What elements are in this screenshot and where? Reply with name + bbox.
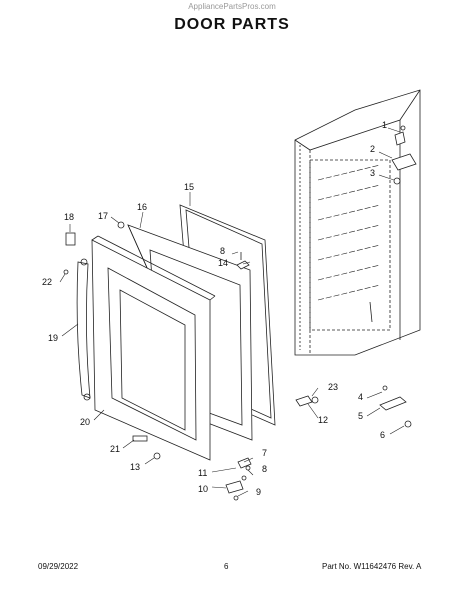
callout-18: 18 [64,212,74,222]
watermark: AppliancePartsPros.com [188,2,276,11]
callout-8-upper: 8 [220,246,225,256]
callout-10: 10 [198,484,208,494]
callout-20: 20 [80,417,90,427]
callout-3: 3 [370,168,375,178]
callout-19: 19 [48,333,58,343]
callout-9: 9 [256,487,261,497]
cabinet [294,89,421,356]
footer-page-number: 6 [224,562,229,571]
door-handle [76,258,91,401]
callout-11: 11 [198,468,207,478]
callout-7: 7 [262,448,267,458]
callout-5: 5 [358,411,363,421]
callout-17: 17 [98,211,108,221]
callout-1: 1 [382,120,387,130]
callout-22: 22 [42,277,52,287]
footer-date: 09/29/2022 [38,562,79,571]
callout-15: 15 [184,182,194,192]
callout-12: 12 [318,415,328,425]
footer-part-rev: Part No. W11642476 Rev. A [322,562,422,571]
callout-16: 16 [137,202,147,212]
callout-14: 14 [218,258,228,268]
outer-door-frame [91,235,216,461]
callout-4: 4 [358,392,363,402]
callout-8-lower: 8 [262,464,267,474]
callout-2: 2 [370,144,375,154]
callout-23: 23 [328,382,338,392]
callout-21: 21 [110,444,120,454]
leader-lines [59,127,405,497]
callout-13: 13 [130,462,140,472]
callout-6: 6 [380,430,385,440]
callout-numbers: 1 2 3 4 5 6 7 8 9 10 11 12 13 14 15 16 1… [42,120,387,497]
page-title: DOOR PARTS [174,16,290,33]
